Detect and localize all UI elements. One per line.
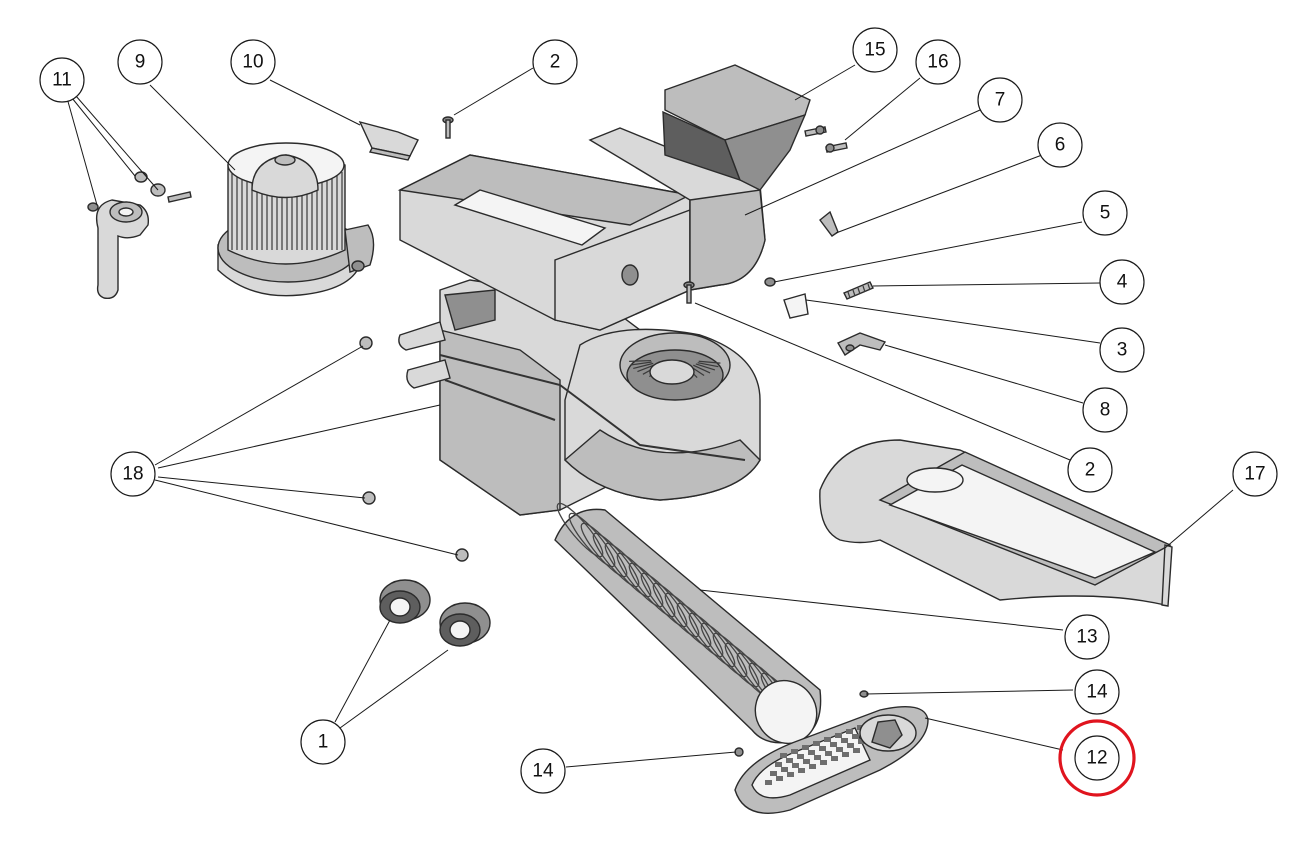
callout-balloon-12: 12 xyxy=(1074,735,1120,781)
balloon-label: 18 xyxy=(122,464,143,485)
balloon-label: 10 xyxy=(242,52,263,73)
balloon-circle xyxy=(1067,447,1113,493)
part-2-screw-top xyxy=(442,116,454,139)
balloon-label: 5 xyxy=(1100,203,1111,224)
balloon-label: 12 xyxy=(1086,748,1107,769)
callout-balloon-1: 1 xyxy=(300,719,346,765)
balloon-label: 4 xyxy=(1117,272,1128,293)
callout-balloon-8: 8 xyxy=(1082,387,1128,433)
part-4-spring xyxy=(843,281,874,300)
balloon-circle xyxy=(300,719,346,765)
balloon-label: 15 xyxy=(864,40,885,61)
part-3-bracket xyxy=(783,293,829,319)
balloon-label: 6 xyxy=(1055,135,1066,156)
balloon-label: 13 xyxy=(1076,627,1097,648)
balloon-circle xyxy=(230,39,276,85)
callout-balloon-10: 10 xyxy=(230,39,276,85)
balloon-circle xyxy=(110,451,156,497)
balloon-circle xyxy=(39,57,85,103)
leader-lines xyxy=(66,64,1234,768)
part-1-grommets xyxy=(379,579,491,647)
balloon-circle xyxy=(1099,327,1145,373)
balloon-circle xyxy=(852,27,898,73)
balloon-label: 1 xyxy=(318,732,329,753)
part-2-screw-middle xyxy=(683,281,695,304)
balloon-label: 16 xyxy=(927,52,948,73)
balloon-circle xyxy=(1232,451,1278,497)
callout-balloon-18: 18 xyxy=(110,451,156,497)
part-6-clip xyxy=(819,210,839,237)
balloon-label: 8 xyxy=(1100,400,1111,421)
balloon-circle xyxy=(1037,122,1083,168)
part-8-lever xyxy=(837,332,887,356)
balloon-circle xyxy=(520,748,566,794)
balloon-circle xyxy=(532,39,578,85)
callout-balloon-11: 11 xyxy=(39,57,85,103)
callout-balloon-2: 2 xyxy=(532,39,578,85)
callout-balloon-14: 14 xyxy=(1074,669,1120,715)
callout-balloon-14: 14 xyxy=(520,748,566,794)
blower-fan-fins xyxy=(231,172,343,250)
callout-balloon-2: 2 xyxy=(1067,447,1113,493)
balloon-label: 14 xyxy=(1086,682,1108,703)
balloon-circle xyxy=(117,39,163,85)
callout-balloon-13: 13 xyxy=(1064,614,1110,660)
balloon-label: 11 xyxy=(52,70,72,91)
callout-balloon-7: 7 xyxy=(977,77,1023,123)
balloon-label: 17 xyxy=(1244,464,1265,485)
callout-balloon-5: 5 xyxy=(1082,190,1128,236)
balloon-label: 2 xyxy=(1085,460,1096,481)
balloon-label: 2 xyxy=(550,52,561,73)
callout-balloon-9: 9 xyxy=(117,39,163,85)
balloon-circle xyxy=(1099,259,1145,305)
callout-balloon-3: 3 xyxy=(1099,327,1145,373)
balloon-label: 14 xyxy=(532,761,554,782)
balloon-circle xyxy=(1082,190,1128,236)
part-16-screws xyxy=(804,125,848,153)
balloon-label: 9 xyxy=(135,52,146,73)
balloon-circle xyxy=(977,77,1023,123)
callout-balloon-6: 6 xyxy=(1037,122,1083,168)
hvac-main-housing xyxy=(397,127,766,516)
balloon-circle xyxy=(1074,669,1120,715)
callout-balloon-16: 16 xyxy=(915,39,961,85)
callout-balloon-4: 4 xyxy=(1099,259,1145,305)
balloon-label: 3 xyxy=(1117,340,1128,361)
callout-balloons: 11 9 10 2 15 16 7 6 5 4 3 8 2 17 18 13 14 12 14 1 xyxy=(39,27,1278,797)
callout-balloon-15: 15 xyxy=(852,27,898,73)
balloon-circle xyxy=(1082,387,1128,433)
part-11-actuator-elbow xyxy=(87,171,192,300)
part-17-duct xyxy=(819,439,1173,607)
highlight-ring xyxy=(1058,719,1136,797)
part-13-corrugated-hose xyxy=(554,502,822,745)
part-9-blower-motor xyxy=(217,142,375,297)
balloon-circle xyxy=(915,39,961,85)
part-5-fastener xyxy=(764,277,776,287)
part-10-resistor xyxy=(358,120,419,161)
part-12-grille xyxy=(734,706,929,814)
callout-balloon-17: 17 xyxy=(1232,451,1278,497)
part-15-inlet-box xyxy=(662,64,811,191)
balloon-circle xyxy=(1064,614,1110,660)
balloon-circle xyxy=(1074,735,1120,781)
balloon-label: 7 xyxy=(995,90,1006,111)
